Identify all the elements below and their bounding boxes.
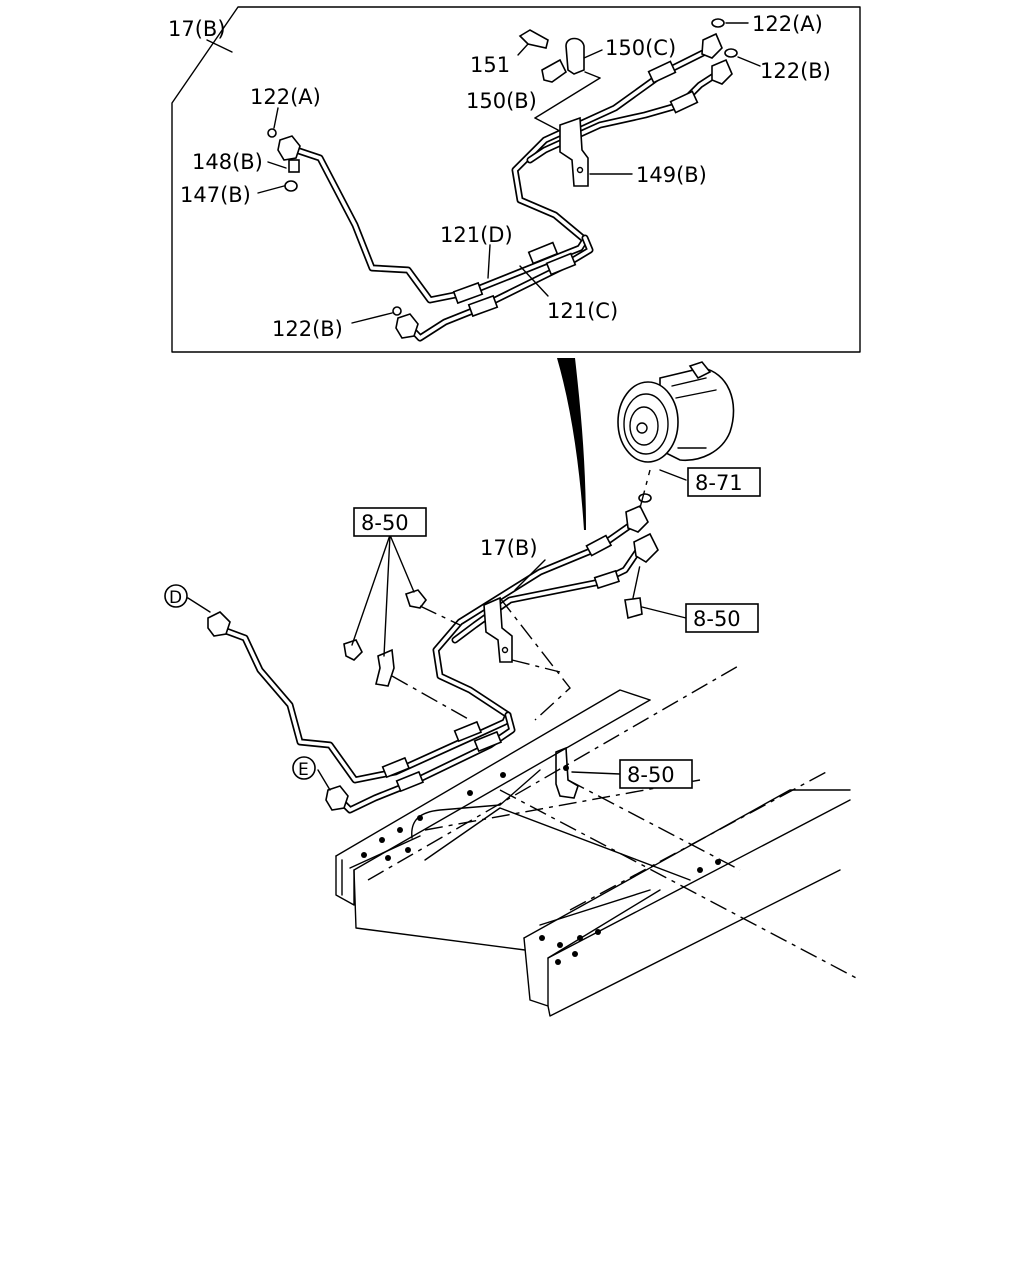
inset-bolt-151 [518,29,549,49]
inset-fitting [669,90,699,114]
inset-fitting [467,294,499,318]
inset-frame [171,6,861,353]
inset-connector [711,58,733,85]
inset-o-ring [267,128,277,138]
inset-connector [701,32,723,59]
inset-detail: 17(B) 122(A) 122(B) 151 150(C) 150(B) 12… [168,6,861,353]
inset-fitting [452,281,484,305]
alignment-lines [391,469,741,871]
inset-o-ring [724,48,738,58]
label-122b-bottom: 122(B) [272,317,343,341]
bracket-hole [576,166,584,174]
inset-corner-label: 17(B) [168,17,226,41]
label-148b: 148(B) [192,150,263,174]
bolt-left-upper [404,589,428,609]
detail-pointer [557,358,586,530]
inset-flare-nut [395,313,419,339]
ref-box-8-71 [687,467,761,497]
ref-label-8-71: 8-71 [695,471,743,495]
frame-bracket [555,746,579,799]
bolt-compressor [624,597,643,620]
clamp-left [375,648,395,687]
label-149b: 149(B) [636,163,707,187]
bolt-shaft [632,583,637,599]
main-hose-assembly [207,493,659,814]
label-150b: 150(B) [466,89,537,113]
inset-bracket-149b [559,116,589,187]
ref-label-8-50-right: 8-50 [693,607,741,631]
compressor [617,361,735,463]
ref-box-8-50-right [685,603,759,633]
connection-marker-e [292,756,316,780]
ref-box-8-50-bracket [619,759,693,789]
inset-fitting [647,60,677,84]
inset-clamp-150c [565,37,585,75]
inset-leaders [206,22,761,324]
ref-label-8-50-bracket: 8-50 [627,763,675,787]
vehicle-frame [335,664,861,1017]
label-122b-right: 122(B) [760,59,831,83]
ref-box-8-50-left [353,507,427,537]
label-150c: 150(C) [605,36,676,60]
inset-o-ring [392,306,402,316]
label-122a-top: 122(A) [752,12,823,36]
main-leaders [187,469,687,791]
label-121d: 121(D) [440,223,513,247]
inset-sleeve [288,159,300,173]
label-121c: 121(C) [547,299,618,323]
inset-clamp-150b [541,58,568,83]
inset-flare-nut [277,135,301,161]
inset-o-ring [711,18,725,28]
inset-washer [284,180,298,192]
connection-marker-d [164,584,188,608]
hose-assembly-label: 17(B) [480,536,538,560]
connection-label-d: D [169,588,182,608]
inset-fitting [545,252,577,276]
label-151: 151 [470,53,510,77]
ref-label-8-50-left: 8-50 [361,511,409,535]
connection-label-e: E [298,760,309,780]
label-122a-left: 122(A) [250,85,321,109]
label-147b: 147(B) [180,183,251,207]
inset-fitting [527,241,559,265]
